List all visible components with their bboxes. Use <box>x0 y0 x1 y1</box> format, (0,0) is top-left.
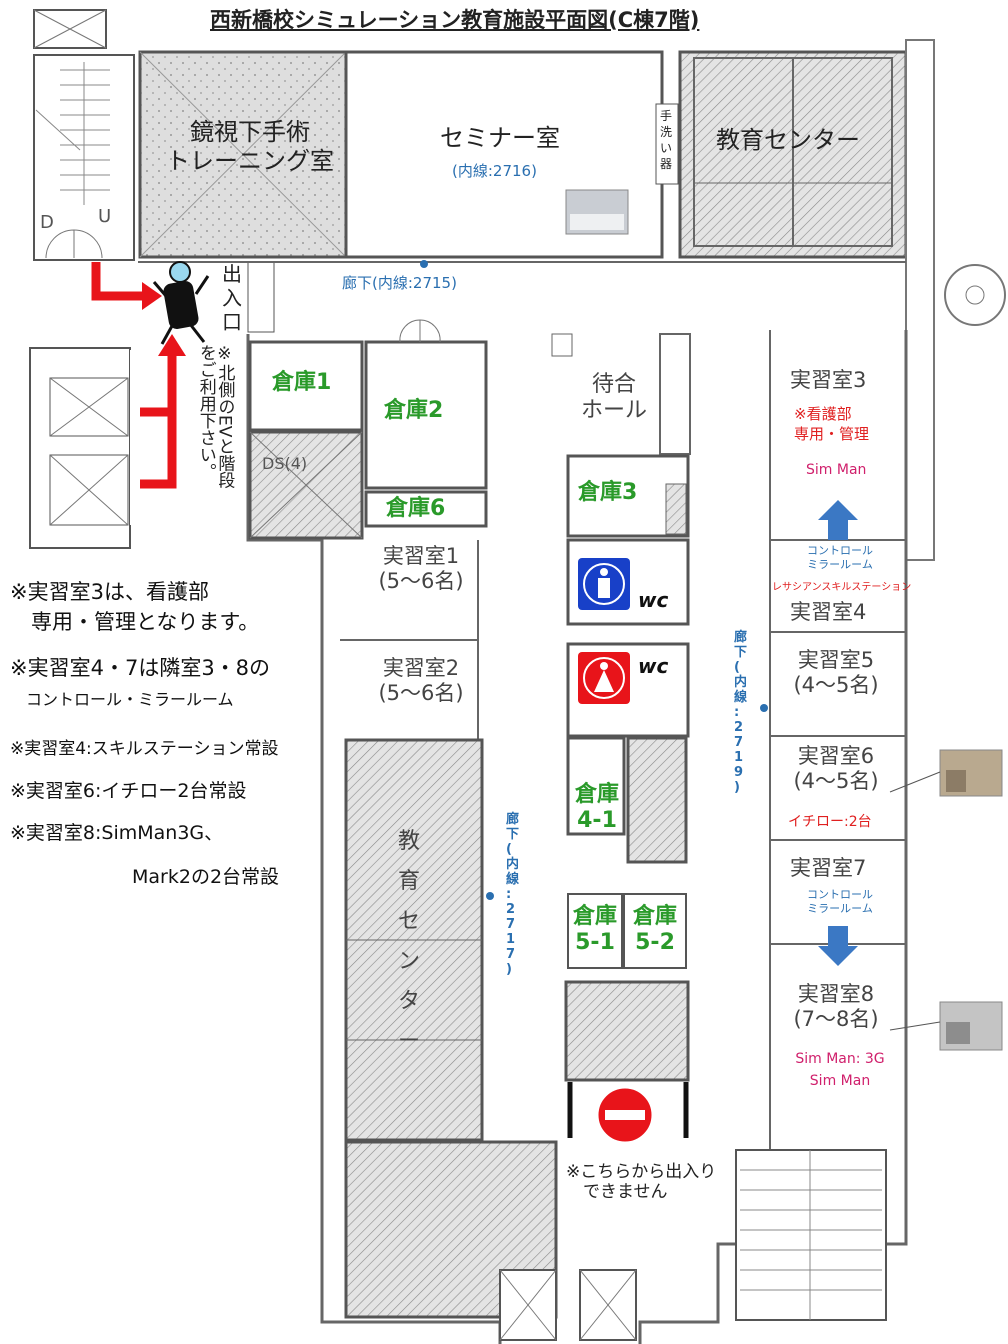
room-practice-6-label: 実習室6 (4〜5名) <box>793 744 879 794</box>
storage-5-1-label: 倉庫 5-1 <box>572 904 617 956</box>
room-practice-1-label: 実習室1 (5〜6名) <box>378 544 464 594</box>
blue-arrow-up <box>818 500 858 540</box>
stair-up-label: U <box>98 206 111 227</box>
room-seminar-label: セミナー室 <box>440 124 560 152</box>
no-entry-note: ※こちらから出入り できません <box>566 1162 717 1203</box>
room-education-center-top-label: 教育センター <box>716 126 860 154</box>
room-practice-8-label: 実習室8 (7〜8名) <box>793 982 879 1032</box>
storage-3-label: 倉庫3 <box>578 480 638 505</box>
room-practice-8-equipment: Sim Man: 3G Sim Man <box>795 1051 885 1089</box>
note-line-1: ※実習室3は、看護部 <box>10 580 209 604</box>
room-practice-5-label: 実習室5 (4〜5名) <box>793 648 879 698</box>
storage-6-label: 倉庫6 <box>386 496 446 521</box>
storage-1-label: 倉庫1 <box>272 370 332 395</box>
note-line-2: 専用・管理となります。 <box>10 610 260 634</box>
red-arrow-bottom <box>140 412 177 489</box>
ds-label: DS(4) <box>262 454 308 473</box>
room-practice-4-control-label: コントロール ミラールーム <box>807 544 873 571</box>
corridor-left-label: 廊 下 ( 内 線 : 2 7 1 7 ) <box>506 812 520 977</box>
north-route-note: ※北側のEVと階段 をご利用下さい。 <box>195 344 235 489</box>
storage-1 <box>248 340 364 432</box>
storage-2 <box>364 340 488 490</box>
room-practice-7-control-label: コントロール ミラールーム <box>807 888 873 915</box>
room-practice-7-label: 実習室7 <box>790 856 867 880</box>
storage-2-label: 倉庫2 <box>384 398 444 423</box>
room-practice-3-label: 実習室3 <box>790 368 867 392</box>
page-title: 西新橋校シミュレーション教育施設平面図(C棟7階) <box>210 8 700 32</box>
room-practice-4-equipment: レサシアンスキルステーション <box>772 582 912 593</box>
note-line-3: ※実習室4・7は隣室3・8の <box>10 656 271 680</box>
note-line-7: ※実習室8:SimMan3G、 <box>10 822 224 844</box>
red-arrow-top <box>91 262 142 301</box>
note-line-4: コントロール・ミラールーム <box>10 690 234 709</box>
corridor-top-label: 廊下(内線:2715) <box>342 274 457 292</box>
room-endoscopic-training-label: 鏡視下手術 トレーニング室 <box>166 118 334 175</box>
room-education-center-left-label: 教 育 セ ン タ ー <box>398 829 421 1054</box>
room-practice-2-label: 実習室2 (5〜6名) <box>378 656 464 706</box>
storage-5-2 <box>623 893 687 969</box>
seminar-extension: (内線:2716) <box>452 162 537 180</box>
note-line-8: Mark2の2台常設 <box>132 866 280 888</box>
room-practice-3-note: ※看護部 専用・管理 <box>794 405 870 443</box>
storage-4-1 <box>566 736 626 836</box>
walking-person-icon <box>152 261 210 345</box>
room-practice-3-equipment: Sim Man <box>806 462 867 478</box>
storage-5-2-label: 倉庫 5-2 <box>632 904 677 956</box>
women-wc-label: wc <box>638 654 669 678</box>
corridor-right-label: 廊 下 ( 内 線 : 2 7 1 9 ) <box>734 630 748 795</box>
men-wc-label: wc <box>638 588 669 612</box>
room-practice-4-label: 実習室4 <box>790 600 867 624</box>
hand-wash-label: 手 洗 い 器 <box>660 109 673 171</box>
note-line-5: ※実習室4:スキルステーション常設 <box>10 739 279 759</box>
stair-down-label: D <box>40 212 54 233</box>
entrance-label: 出 入 口 <box>222 262 242 334</box>
south-stairs <box>735 1149 887 1321</box>
blue-arrow-down <box>818 926 858 966</box>
note-line-6: ※実習室6:イチロー2台常設 <box>10 780 247 802</box>
waiting-hall-label: 待合 ホール <box>580 372 647 424</box>
storage-6 <box>364 490 488 528</box>
storage-4-1-label: 倉庫 4-1 <box>574 782 619 834</box>
room-practice-6-equipment: イチロー:2台 <box>788 814 872 830</box>
storage-5-1 <box>567 893 623 969</box>
